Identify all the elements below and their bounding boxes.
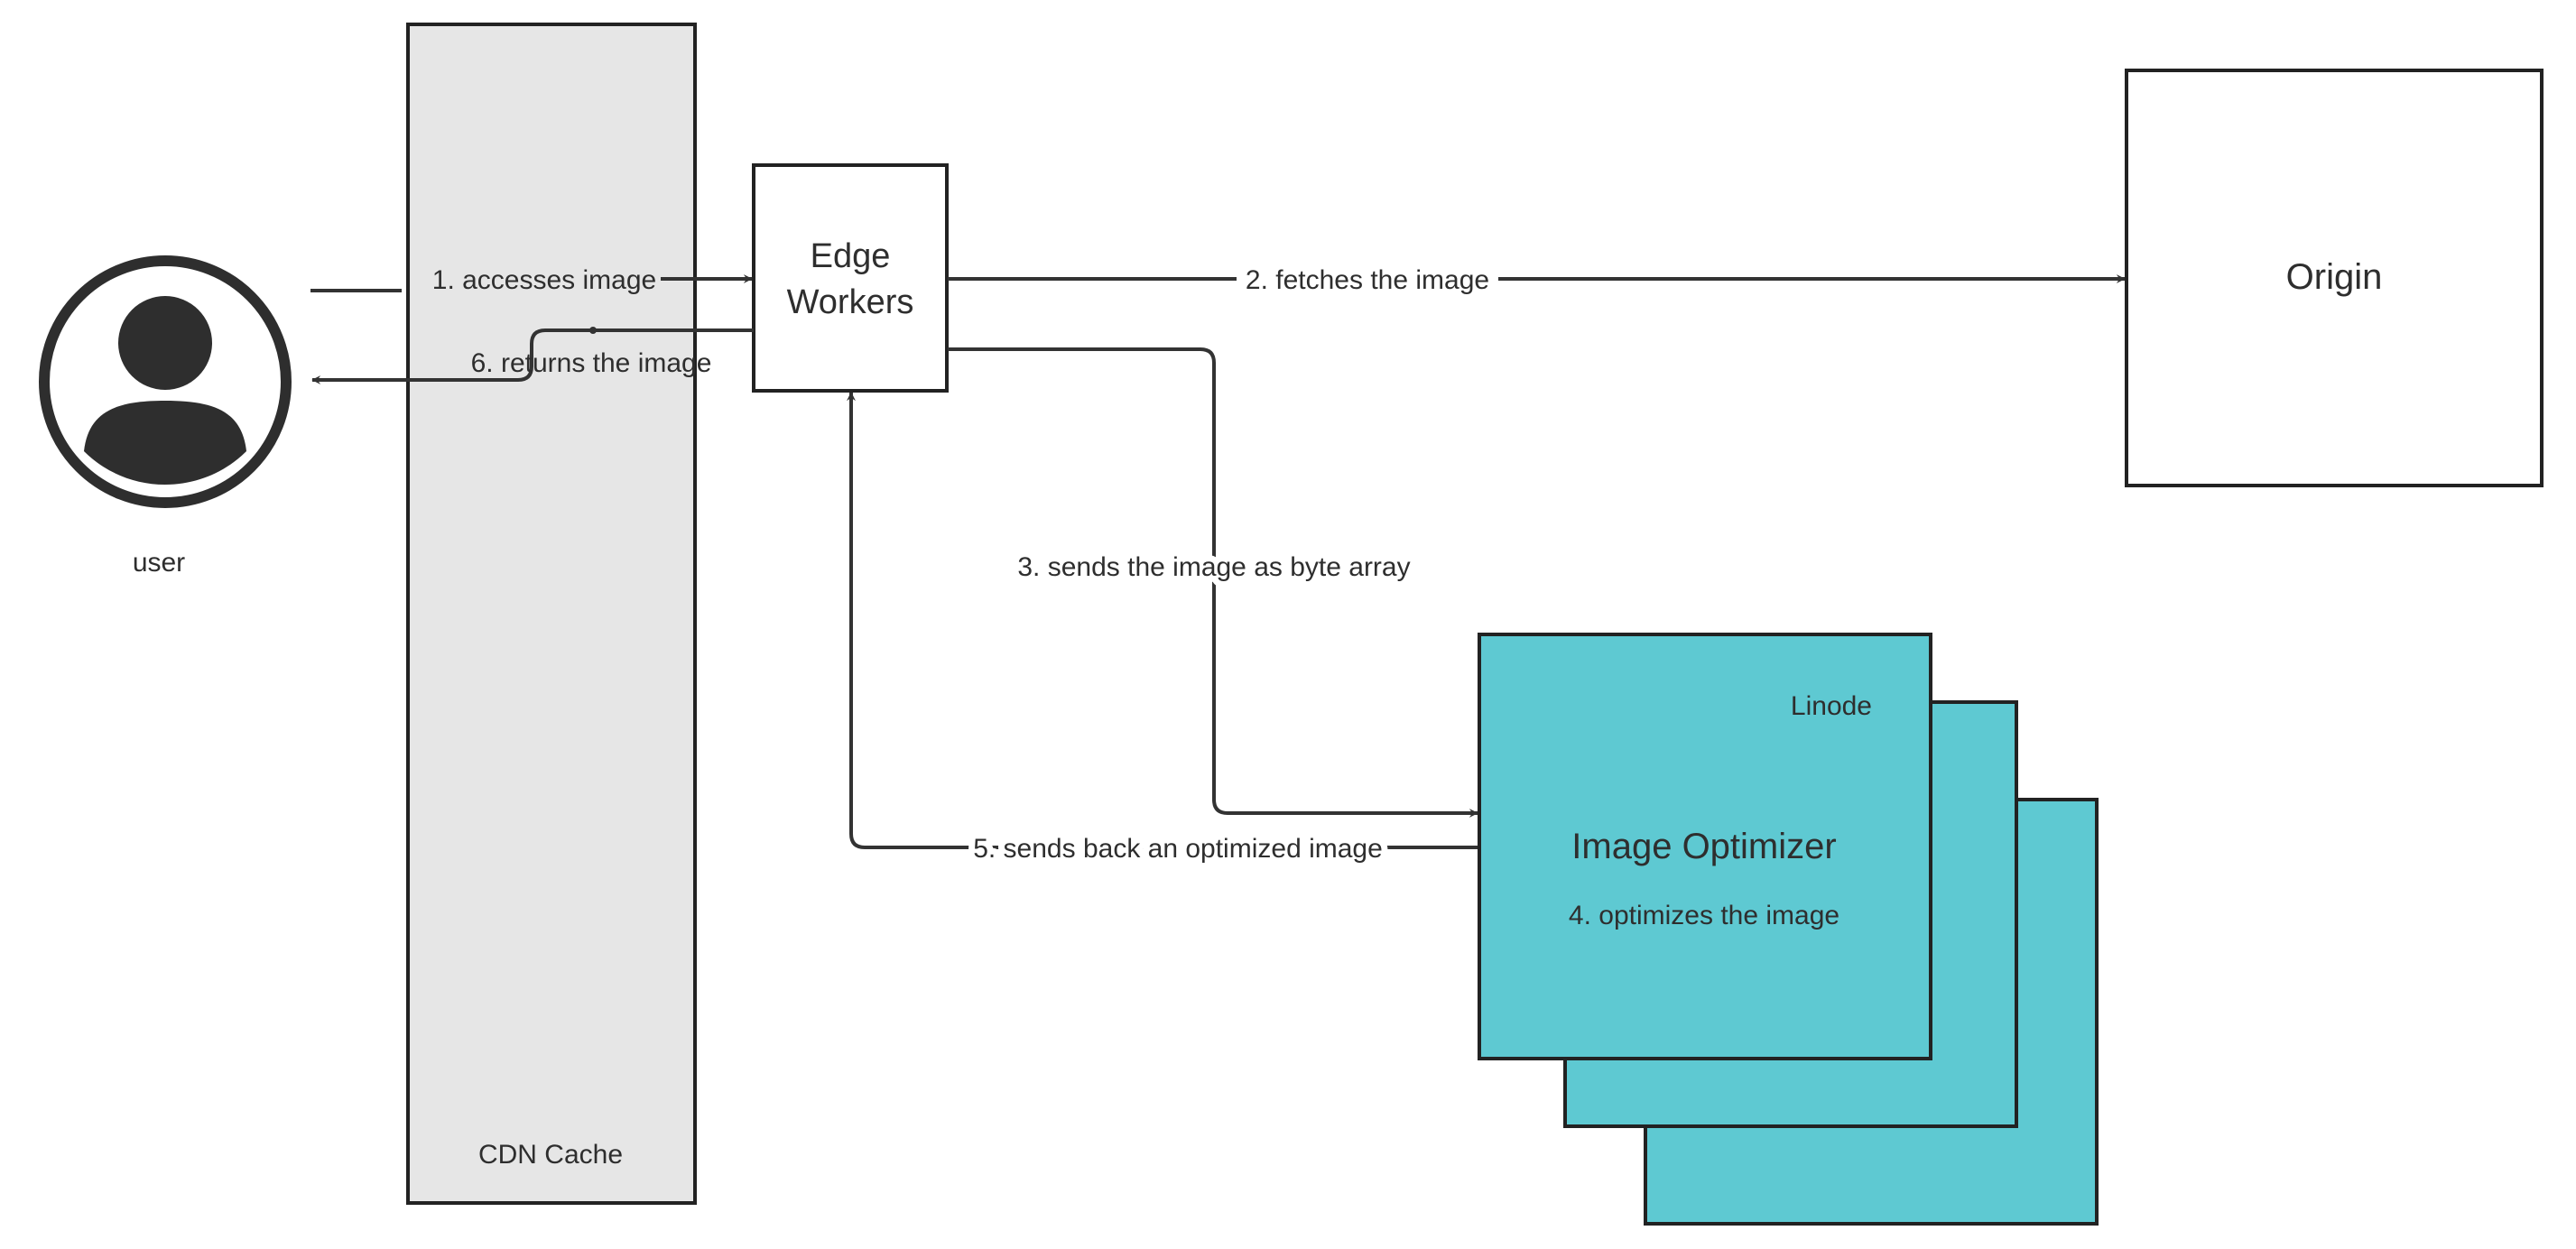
- edge-step5-label: 5. sends back an optimized image: [973, 834, 1383, 864]
- origin-label: Origin: [2286, 257, 2383, 297]
- edge-step5: 5. sends back an optimized image: [847, 392, 1478, 870]
- edge-step1-label: 1. accesses image: [432, 265, 656, 295]
- image-optimizer-title: Image Optimizer: [1571, 827, 1836, 866]
- edge-step3-label: 3. sends the image as byte array: [1017, 552, 1410, 582]
- cdn-cache-label: CDN Cache: [478, 1140, 623, 1170]
- edge-step6: 6. returns the image: [311, 327, 754, 384]
- edge-step2-label: 2. fetches the image: [1246, 265, 1489, 295]
- edge-step6-label: 6. returns the image: [471, 348, 712, 378]
- edge-workers-label-line1: Edge: [811, 237, 891, 275]
- cdn-cache-node[interactable]: CDN Cache: [406, 23, 697, 1205]
- user-label: user: [133, 548, 185, 578]
- image-optimizer-subtitle: 4. optimizes the image: [1569, 901, 1839, 930]
- edge-step1: 1. accesses image: [310, 265, 753, 295]
- edge-workers-label-line2: Workers: [787, 283, 914, 321]
- linode-label: Linode: [1791, 691, 1872, 721]
- edge-step3: 3. sends the image as byte array: [948, 347, 1478, 818]
- edge-workers-node[interactable]: Edge Workers: [752, 163, 949, 393]
- optimizer-front-card: [1478, 633, 1932, 1060]
- image-optimizer-node[interactable]: Linode Image Optimizer 4. optimizes the …: [1478, 633, 2099, 1226]
- edge-step2: 2. fetches the image: [948, 265, 2126, 295]
- user-avatar-icon: [39, 255, 292, 508]
- origin-node[interactable]: Origin: [2125, 69, 2544, 487]
- user-node[interactable]: user: [39, 255, 292, 578]
